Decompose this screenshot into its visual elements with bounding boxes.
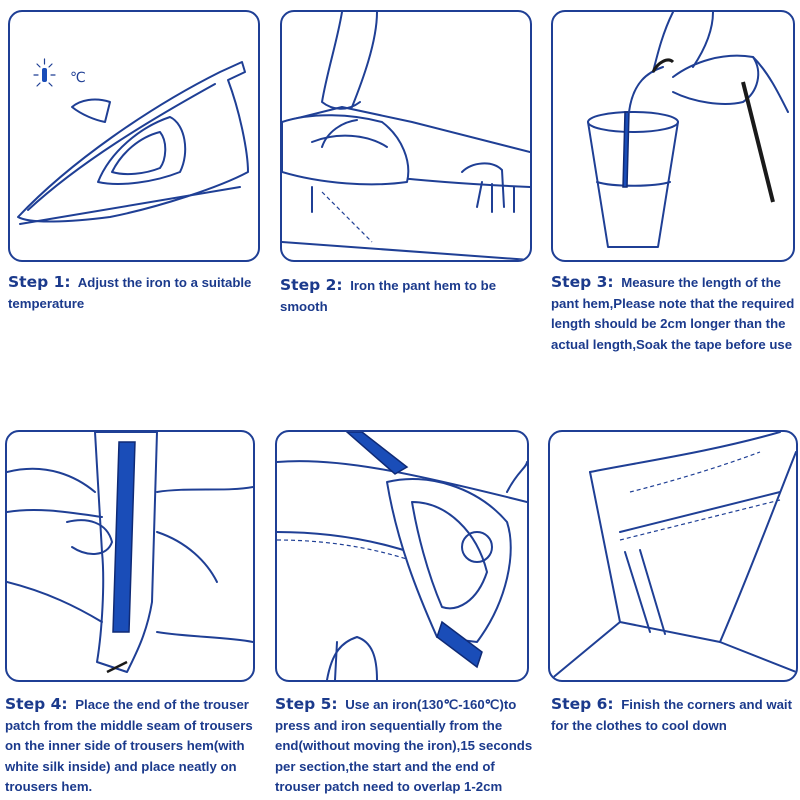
iron-illustration: ℃ [17, 58, 249, 225]
pressing-iron-illustration [277, 432, 527, 680]
finished-hem-illustration [550, 432, 796, 680]
step-6-illustration [548, 430, 798, 682]
step-5-text: Use an iron(130℃-160℃)to press and iron … [275, 697, 533, 794]
step-4-caption: Step 4: Place the end of the trouser pat… [5, 694, 255, 798]
step-3-illustration [551, 10, 795, 262]
step-2-text: Iron the pant hem to be smooth [280, 278, 497, 314]
step-3-caption: Step 3: Measure the length of the pant h… [551, 272, 799, 355]
step-2-label: Step 2: [280, 276, 343, 294]
ironing-pants-illustration [282, 12, 530, 260]
step-1-caption: Step 1: Adjust the iron to a suitable te… [8, 272, 260, 314]
step-1-label: Step 1: [8, 273, 71, 291]
step-2-caption: Step 2: Iron the pant hem to be smooth [280, 275, 532, 317]
step-3-label: Step 3: [551, 273, 614, 291]
step-5-label: Step 5: [275, 695, 338, 713]
step-1-illustration: ℃ [8, 10, 260, 262]
step-6-label: Step 6: [551, 695, 614, 713]
step-4-label: Step 4: [5, 695, 68, 713]
placing-tape-illustration [7, 432, 253, 674]
step-4-text: Place the end of the trouser patch from … [5, 697, 253, 794]
step-4-illustration [5, 430, 255, 682]
step-5-illustration [275, 430, 529, 682]
celsius-label: ℃ [70, 70, 86, 86]
step-6-caption: Step 6: Finish the corners and wait for … [551, 694, 797, 736]
temperature-indicator-icon [33, 58, 56, 87]
step-3-text: Measure the length of the pant hem,Pleas… [551, 275, 795, 352]
step-1-text: Adjust the iron to a suitable temperatur… [8, 275, 252, 311]
step-2-illustration [280, 10, 532, 262]
step-5-caption: Step 5: Use an iron(130℃-160℃)to press a… [275, 694, 543, 798]
soak-tape-illustration [587, 12, 789, 248]
step-6-text: Finish the corners and wait for the clot… [551, 697, 792, 733]
